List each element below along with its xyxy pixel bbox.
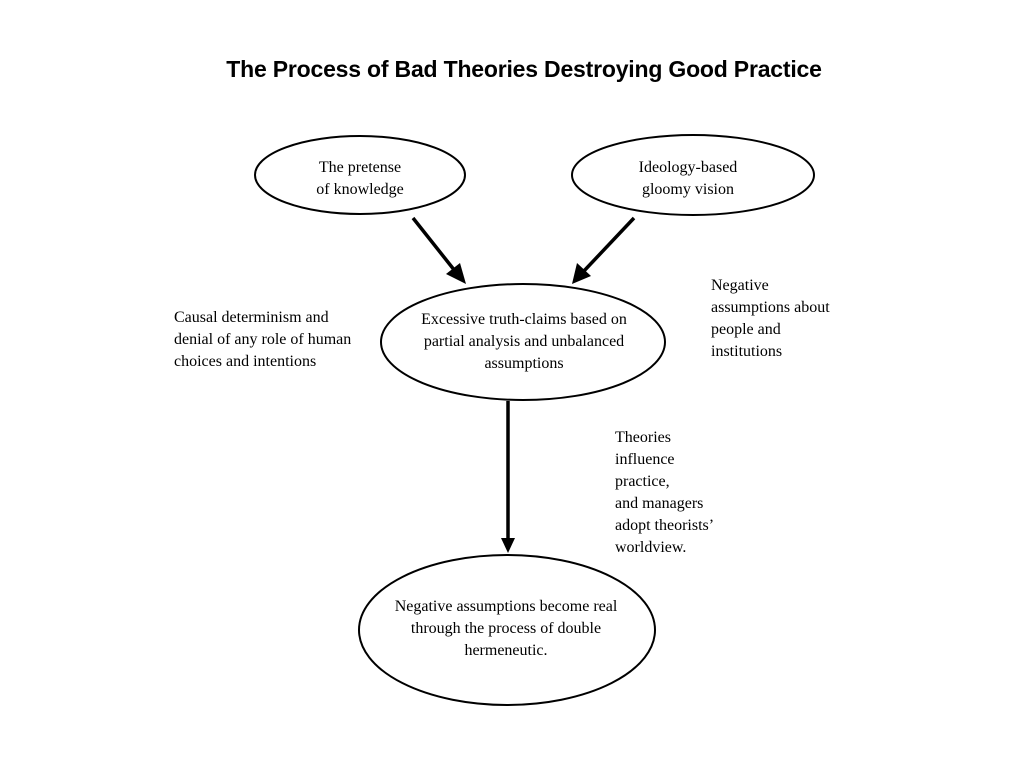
node-excessive-ellipse: [380, 283, 666, 401]
node-excessive-label: Excessive truth-claims based on partial …: [421, 311, 627, 372]
node-pretense-label: The pretense of knowledge: [316, 159, 404, 198]
node-pretense-ellipse: [254, 135, 466, 215]
arrow-ideology-to-excessive: [572, 216, 636, 284]
diagram-title: The Process of Bad Theories Destroying G…: [226, 56, 822, 82]
node-ideology-ellipse: [571, 134, 815, 216]
node-negative-real-ellipse: [358, 554, 656, 706]
annotation-theories-influence-practice: Theories influence practice, and manager…: [615, 429, 715, 556]
annotation-causal-determinism: Causal determinism and denial of any rol…: [174, 309, 352, 370]
node-ideology-label: Ideology-based gloomy vision: [638, 159, 738, 198]
arrow-excessive-to-negative-real: [501, 401, 515, 553]
arrow-pretense-to-excessive: [411, 216, 466, 284]
node-negative-real-label: Negative assumptions become real through…: [394, 598, 618, 659]
annotation-negative-assumptions-people: Negative assumptions about people and in…: [711, 277, 830, 360]
